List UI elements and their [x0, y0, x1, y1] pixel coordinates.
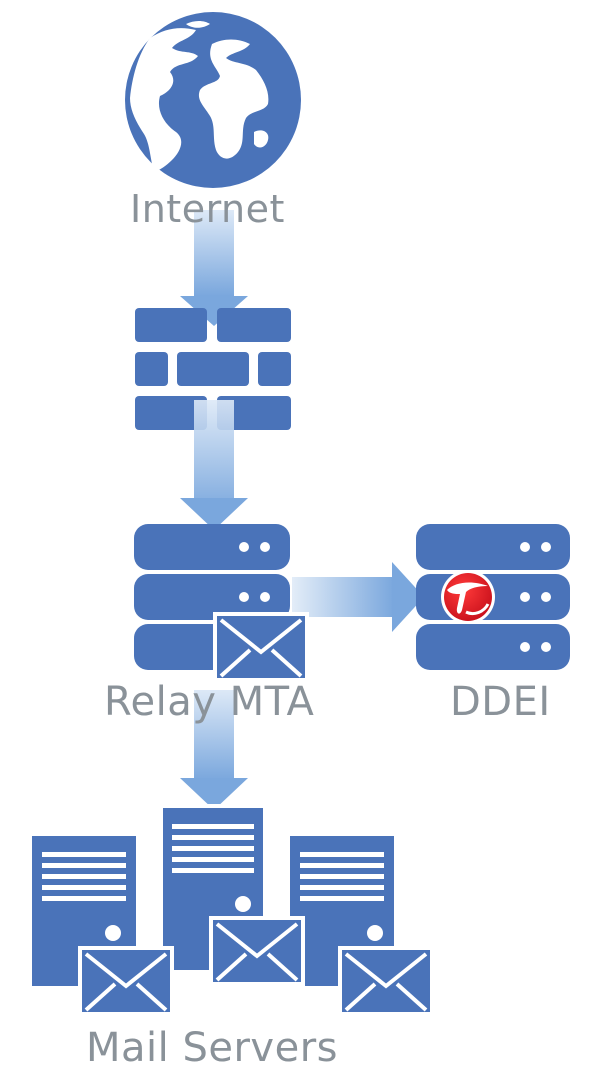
- envelope-icon: [338, 946, 434, 1016]
- envelope-icon: [209, 916, 305, 986]
- arrow-firewall-to-relay: [180, 400, 248, 530]
- mail-servers-label: Mail Servers: [86, 1025, 338, 1071]
- relay-mta-label: Relay MTA: [104, 679, 315, 725]
- envelope-icon: [213, 612, 309, 682]
- ddei-label: DDEI: [450, 679, 551, 725]
- arrow-internet-to-firewall: [180, 210, 248, 326]
- envelope-icon: [78, 946, 174, 1016]
- arrow-relay-to-ddei: [292, 562, 424, 632]
- internet-label: Internet: [130, 187, 285, 231]
- arrow-relay-to-mail-servers: [180, 690, 248, 810]
- globe-icon: [125, 12, 301, 188]
- firewall-icon: [135, 308, 291, 430]
- trend-micro-logo-icon: [441, 570, 495, 624]
